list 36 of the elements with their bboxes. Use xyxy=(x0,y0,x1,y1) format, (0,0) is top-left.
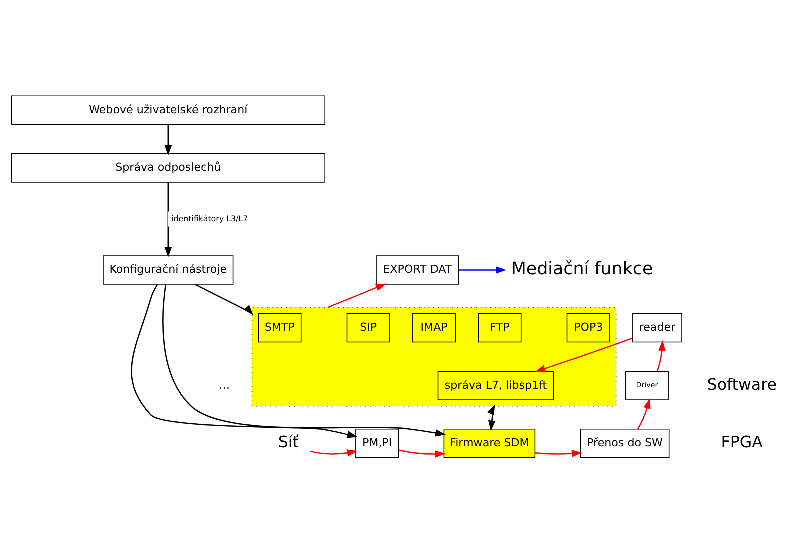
node-text: Mediační funkce xyxy=(511,260,654,280)
node-box: Firmware SDM xyxy=(444,428,536,458)
arrow xyxy=(131,284,358,438)
arrow xyxy=(398,450,446,458)
arrow xyxy=(487,404,496,432)
arrow xyxy=(164,182,172,258)
node-box: Konfigurační nástroje xyxy=(103,256,234,285)
edge-label: identifikátory L3/L7 xyxy=(172,214,248,224)
label: FPGA xyxy=(721,432,764,452)
node-box: Driver xyxy=(625,371,669,400)
node-box: Webové uživatelské rozhraní xyxy=(11,96,326,126)
arrow xyxy=(535,338,633,372)
arrow xyxy=(310,450,358,457)
node-text: Síť xyxy=(278,432,300,452)
node-box: Přenos do SW xyxy=(580,428,670,458)
node-box: IMAP xyxy=(412,313,456,343)
node-box: reader xyxy=(632,313,682,343)
node-box: EXPORT DAT xyxy=(376,256,460,285)
node-box: FTP xyxy=(478,313,522,343)
arrow xyxy=(162,284,446,437)
node-box: SIP xyxy=(346,313,390,343)
arrow xyxy=(328,284,386,308)
node-box: POP3 xyxy=(566,313,610,343)
arrow xyxy=(164,124,172,156)
label: … xyxy=(219,378,230,392)
label: Software xyxy=(707,374,778,394)
node-box: správa L7, libsp1ft xyxy=(438,371,554,400)
node-box: SMTP xyxy=(258,313,302,343)
arrow xyxy=(638,398,651,430)
arrow xyxy=(459,266,507,274)
arrow xyxy=(194,284,254,316)
arrow xyxy=(656,340,666,372)
arrow xyxy=(535,450,582,458)
node-box: PM,PI xyxy=(356,428,400,458)
node-box: Správa odposlechů xyxy=(11,154,326,183)
cluster xyxy=(252,307,617,407)
